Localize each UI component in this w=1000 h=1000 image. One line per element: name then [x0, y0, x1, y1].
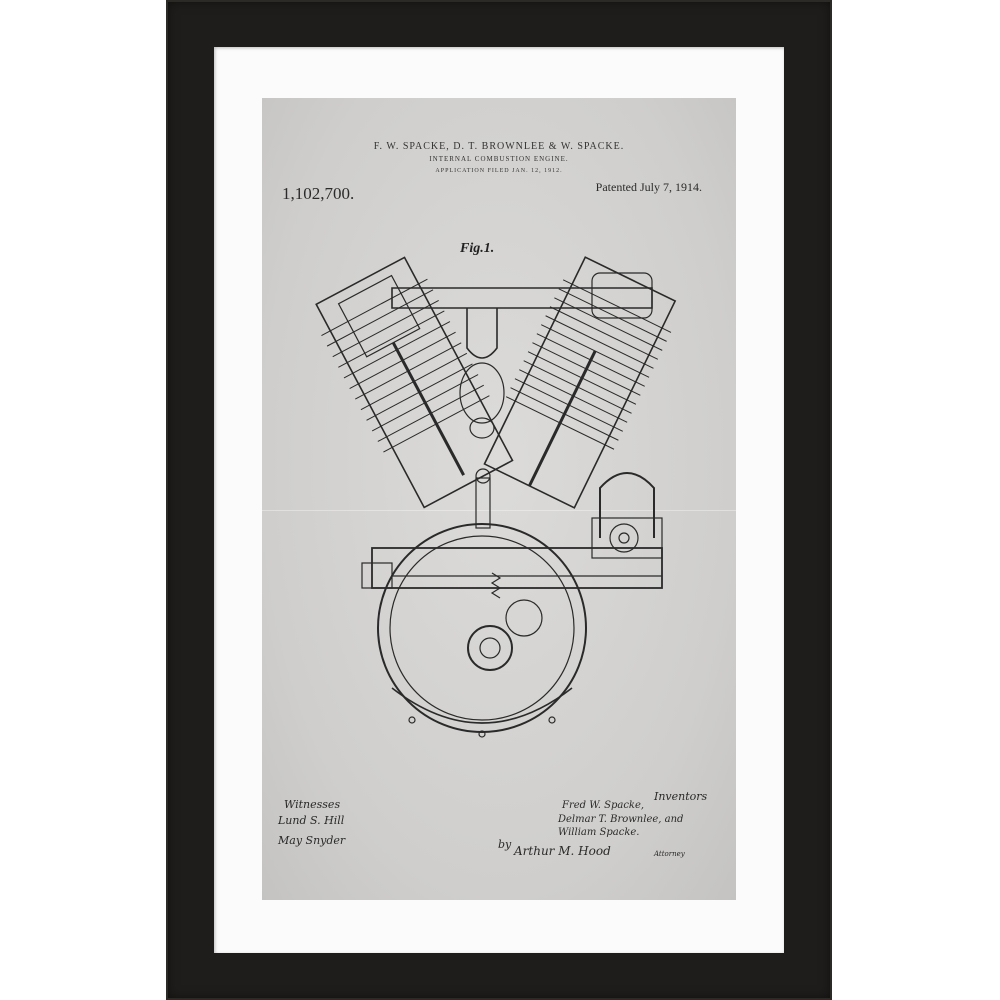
attorney-signature: Arthur M. Hood [514, 844, 611, 858]
patent-inventor-names: F. W. SPACKE, D. T. BROWNLEE & W. SPACKE… [373, 141, 625, 152]
bolt-1 [408, 716, 416, 724]
intake-manifold [391, 272, 653, 439]
valve-tappet [475, 477, 491, 529]
bolt-2 [478, 730, 486, 738]
flywheel-hub [467, 625, 513, 671]
witness-signature-1: Lund S. Hill [278, 814, 345, 827]
cam-housing [361, 547, 663, 599]
inventor-signature-2: Delmar T. Brownlee, and [558, 814, 684, 825]
attorney-by: by [498, 838, 512, 851]
crankcase-rim [391, 687, 573, 724]
flywheel-shaft [479, 637, 501, 659]
figure-label: Fig.1. [460, 241, 495, 256]
patent-date: Patented July 7, 1914. [595, 180, 702, 194]
crankcase-outline [377, 523, 587, 733]
witness-signature-2: May Snyder [278, 834, 346, 847]
witnesses-label: Witnesses [284, 798, 341, 811]
engine-drawing [315, 256, 677, 738]
inventor-signature-1: Fred W. Spacke, [562, 800, 645, 811]
inventors-label: Inventors [654, 790, 708, 803]
bolt-3 [548, 716, 556, 724]
magneto [591, 472, 663, 559]
valve-cap [475, 468, 491, 484]
patent-subtitle: INTERNAL COMBUSTION ENGINE. [429, 155, 569, 163]
right-cylinder [483, 256, 677, 509]
inventor-signature-3: William Spacke. [558, 827, 640, 838]
crankcase-inner [389, 535, 575, 721]
attorney-label: Attorney [654, 850, 685, 858]
patent-filed-date: APPLICATION FILED JAN. 12, 1912. [435, 168, 563, 174]
timing-gear [505, 599, 543, 637]
paper-fold-line [262, 510, 736, 511]
patent-print: F. W. SPACKE, D. T. BROWNLEE & W. SPACKE… [262, 98, 736, 900]
patent-number: 1,102,700. [282, 184, 355, 203]
